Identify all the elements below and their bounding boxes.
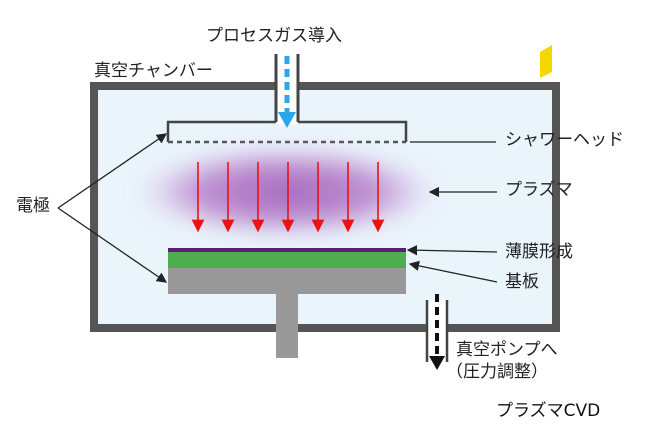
- exhaust-pipe-fill: [427, 300, 447, 362]
- plasma-label: プラズマ: [505, 180, 573, 200]
- gas-flow-arrowhead: [278, 112, 296, 128]
- electrode-leader-bottom: [57, 207, 168, 283]
- film-leader: [406, 245, 498, 256]
- pump-label-line2: （圧力調整）: [446, 362, 548, 382]
- electrode-leader-top: [57, 133, 168, 209]
- diagram-caption: プラズマCVD: [496, 401, 601, 421]
- yellow-marker: [540, 45, 552, 78]
- exhaust-arrowhead: [429, 356, 445, 370]
- substrate-label: 基板: [505, 272, 539, 292]
- thin-film: [168, 248, 406, 252]
- field-arrows: [191, 162, 385, 233]
- lower-electrode: [168, 268, 406, 294]
- substrate: [168, 252, 406, 268]
- film-label: 薄膜形成: [505, 242, 573, 262]
- gas-inlet-label: プロセスガス導入: [206, 26, 342, 46]
- shower-head: [166, 120, 408, 142]
- shower-head-label: シャワーヘッド: [505, 130, 624, 150]
- pump-label-line1: 真空ポンプへ: [456, 340, 558, 360]
- plasma-cloud: [137, 146, 437, 238]
- chamber-label: 真空チャンバー: [94, 61, 213, 81]
- electrode-stem: [276, 294, 298, 358]
- electrode-label: 電極: [16, 196, 50, 216]
- substrate-leader: [408, 260, 498, 283]
